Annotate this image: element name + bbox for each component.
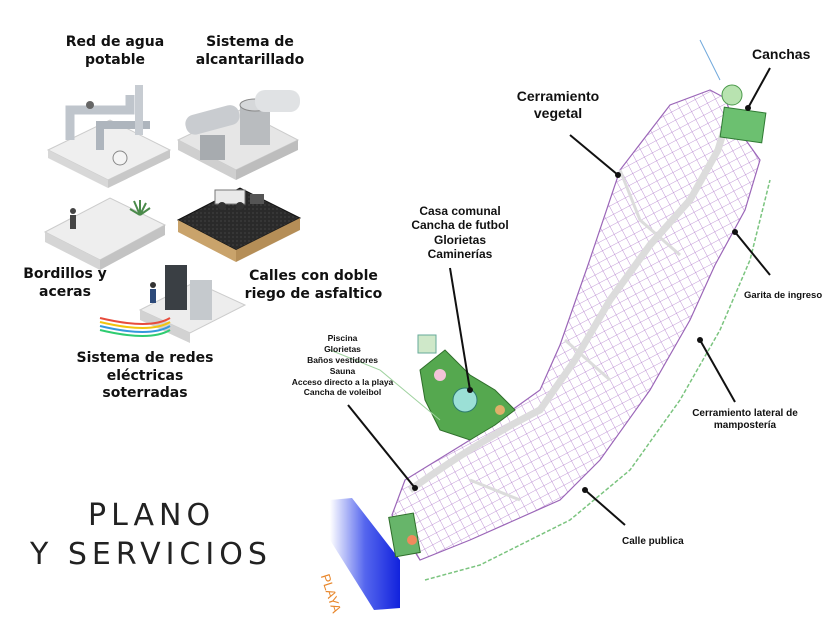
label-canchas: Canchas [752, 46, 811, 62]
streets-illustration [176, 187, 302, 262]
leader-calle-publica [584, 489, 626, 526]
development-plan [388, 84, 771, 581]
label-streets: Calles con doble riego de asfaltico [244, 268, 383, 302]
electric-illustration [99, 265, 247, 343]
leader-casa-comunal [449, 267, 471, 391]
leader-cerramiento-lateral [699, 339, 736, 403]
water-pipes-illustration [46, 85, 172, 188]
label-garita: Garita de ingreso [744, 290, 823, 301]
leader-amenities [347, 404, 416, 489]
leader-canchas [747, 67, 771, 109]
label-water: Red de agua potable [65, 34, 165, 68]
title-line-2: Y SERVICIOS [30, 537, 272, 572]
label-casa-comunal: Casa comunal Cancha de futbol Glorietas … [411, 204, 509, 262]
label-curbs: Bordillos y aceras [23, 266, 107, 300]
leader-garita [734, 231, 771, 276]
label-cerramiento-vegetal: Cerramiento vegetal [516, 88, 600, 121]
sewer-illustration [176, 90, 300, 180]
leader-cerramiento-vegetal [569, 134, 619, 176]
label-cerramiento-lateral: Cerramiento lateral de mampostería [692, 408, 798, 431]
label-calle-publica: Calle publica [622, 536, 684, 547]
title-line-1: PLANO [88, 498, 216, 533]
sea-area [330, 498, 400, 610]
label-amenities: Piscina Glorietas Baños vestidores Sauna… [291, 333, 394, 398]
label-electric: Sistema de redes eléctricas soterradas [76, 350, 214, 401]
curbs-illustration [43, 197, 167, 270]
label-sewer: Sistema de alcantarillado [195, 34, 305, 68]
